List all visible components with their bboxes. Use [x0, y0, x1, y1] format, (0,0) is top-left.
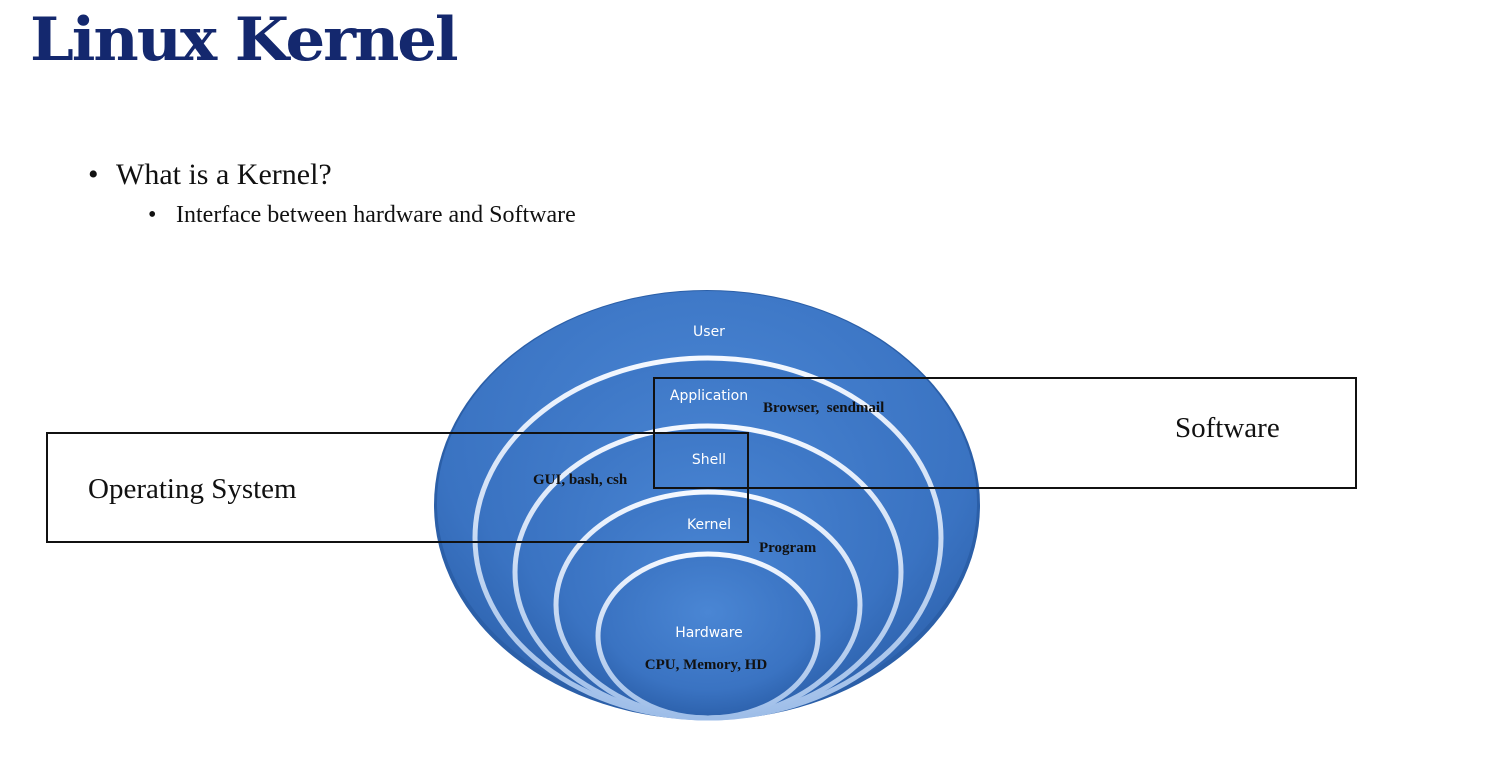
label-hardware: Hardware [675, 625, 743, 641]
annotation-hardware-examples: CPU, Memory, HD [645, 657, 768, 673]
bullet-marker: • [88, 158, 99, 191]
label-user: User [693, 324, 725, 340]
label-kernel: Kernel [687, 517, 731, 533]
bullet-answer-text: Interface between hardware and Software [176, 202, 576, 228]
operating-system-box [46, 432, 749, 543]
bullet-answer: • Interface between hardware and Software [148, 202, 576, 229]
bullet-marker: • [148, 202, 157, 228]
label-application: Application [670, 388, 748, 404]
label-shell: Shell [692, 452, 726, 468]
slide-title: Linux Kernel [30, 5, 459, 75]
layer-hardware [595, 551, 821, 721]
bullet-question-text: What is a Kernel? [116, 158, 332, 191]
annotation-kernel-program: Program [759, 540, 817, 556]
operating-system-label: Operating System [88, 473, 297, 505]
annotation-application-examples: Browser, sendmail [763, 400, 884, 416]
software-label: Software [1175, 412, 1280, 444]
annotation-shell-examples: GUI, bash, csh [533, 472, 628, 488]
bullet-question: • What is a Kernel? [88, 158, 332, 192]
